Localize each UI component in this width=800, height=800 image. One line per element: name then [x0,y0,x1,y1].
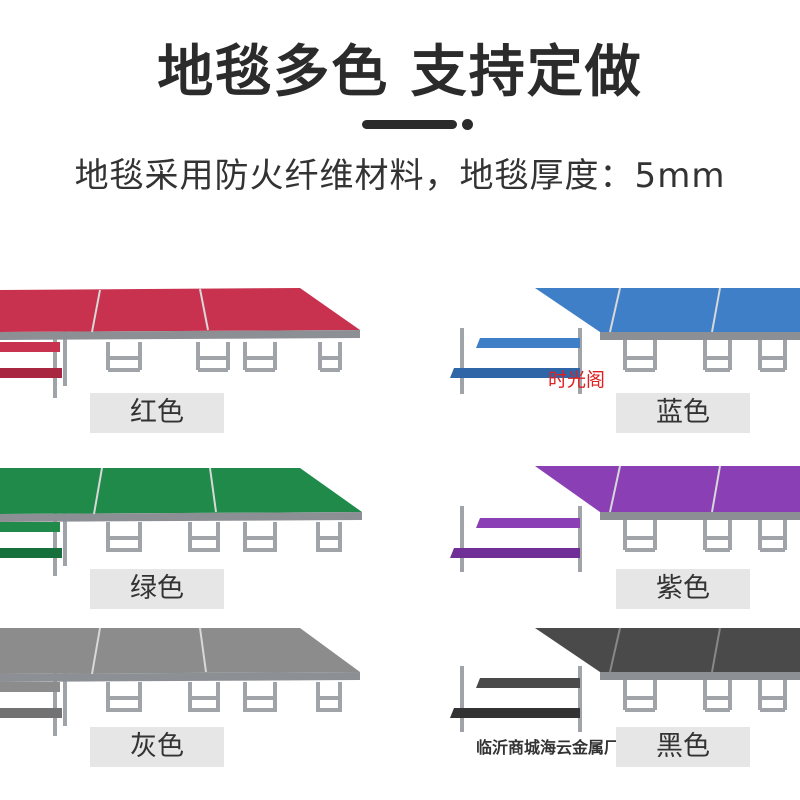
stage-green-image [0,467,362,576]
company-name: 临沂商城海云金属厂 [476,738,621,757]
stage-purple-image [450,465,800,572]
title-divider-dot [462,119,473,130]
color-label-green: 绿色 [90,569,224,609]
color-label-gray: 灰色 [90,727,224,767]
color-label-red: 红色 [90,393,224,433]
title-divider-bar [362,120,457,129]
page-title: 地毯多色 支持定做 [157,40,643,105]
stage-red-image [0,288,360,398]
stage-black-image [450,627,800,732]
stage-blue-image [450,287,800,394]
color-label-blue: 蓝色 [616,393,750,433]
stage-gray-image [0,627,360,736]
page-subtitle: 地毯采用防火纤维材料，地毯厚度：5mm [74,156,726,196]
color-label-purple: 紫色 [616,569,750,609]
color-label-black: 黑色 [616,727,750,767]
watermark-text: 时光阁 [548,369,606,391]
